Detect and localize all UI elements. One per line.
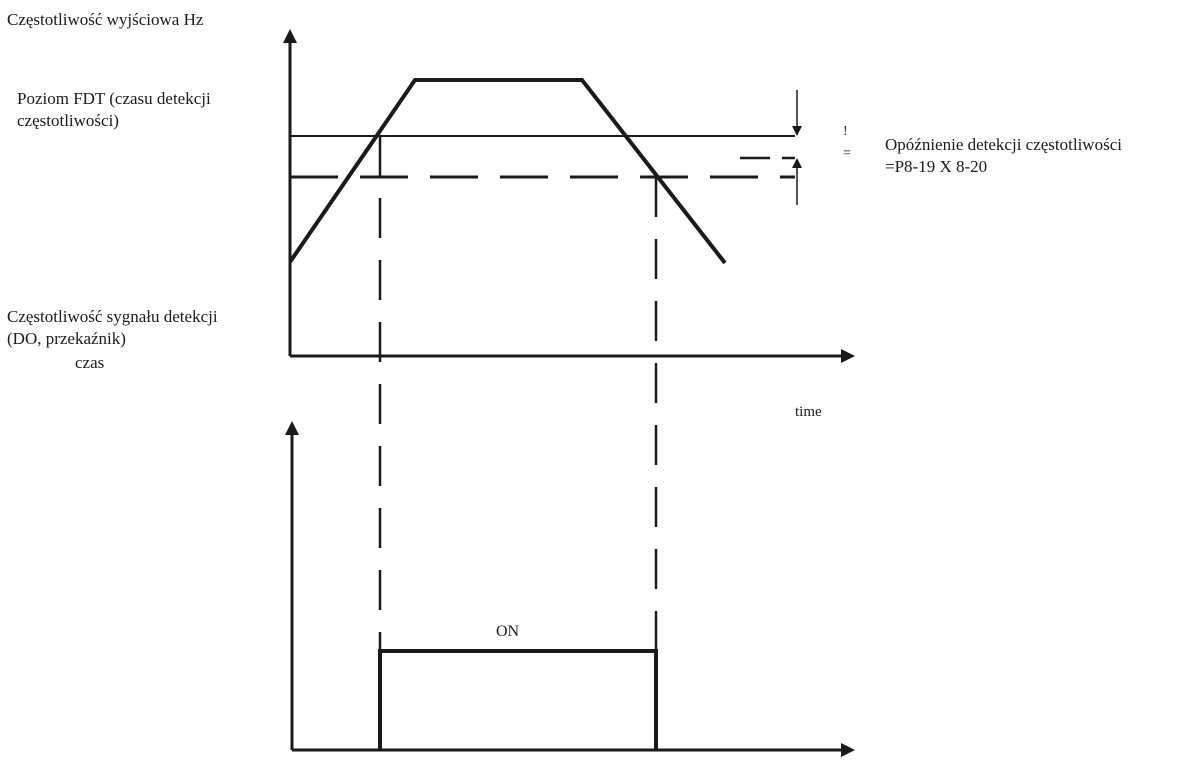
detection-signal-pulse <box>378 649 658 750</box>
output-frequency-curve <box>288 78 727 265</box>
output-frequency-axis-label: Częstotliwość wyjściowa Hz <box>7 10 204 29</box>
time-label-pl: czas <box>75 353 105 372</box>
on-state-label: ON <box>496 623 520 640</box>
detection-signal-label-2: (DO, przekaźnik) <box>7 329 126 348</box>
time-label-en: time <box>795 404 822 420</box>
hysteresis-marks-2: = <box>843 146 851 161</box>
detection-signal-label: Częstotliwość sygnału detekcji <box>7 307 218 326</box>
fdt-level-label: Poziom FDT (czasu detekcji <box>17 89 211 108</box>
detection-delay-formula: =P8-19 X 8-20 <box>885 157 988 176</box>
fdt-level-label-2: częstotliwości) <box>17 111 119 130</box>
hysteresis-marks: ! <box>843 124 848 139</box>
detection-delay-label: Opóźnienie detekcji częstotliwości <box>885 135 1122 154</box>
